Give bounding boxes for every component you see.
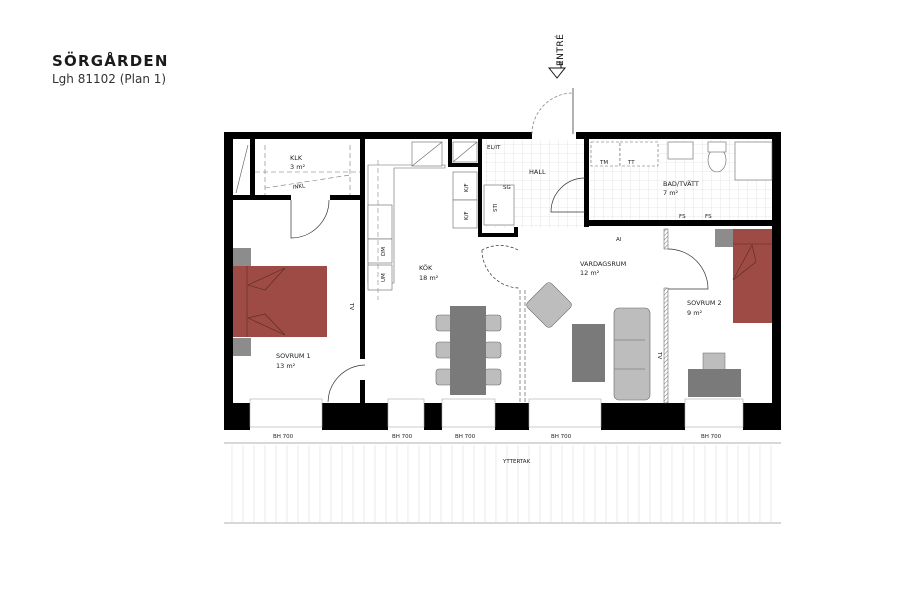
window-label-1: BH 700: [273, 434, 294, 440]
room-area-klk: 3 m²: [290, 163, 306, 171]
dm-label: DM: [381, 247, 387, 256]
room-name-vardagsrum: VARDAGSRUM: [580, 260, 626, 268]
room-area-sovrum-2: 9 m²: [687, 309, 703, 317]
desk: [688, 352, 741, 397]
room-area-vardagsrum: 12 m²: [580, 269, 600, 277]
entrance-door: [531, 88, 574, 135]
bed-sovrum-2: [715, 229, 772, 323]
bed-sovrum-1: [233, 248, 327, 356]
walls: [224, 132, 781, 430]
room-name-klk: KLK: [290, 154, 303, 162]
room-name-bad: BAD/TVÄTT: [663, 179, 699, 188]
tv-label-1: TV: [348, 302, 354, 310]
room-area-kok: 18 m²: [419, 274, 439, 282]
room-name-kok: KÖK: [419, 263, 433, 272]
room-name-hall: HALL: [529, 168, 546, 176]
tv-label-2: TV: [656, 351, 662, 359]
window-label-2: BH 700: [392, 434, 413, 440]
el-it-label: EL/IT: [487, 145, 501, 151]
terrace-label: YTTERTAK: [502, 459, 531, 465]
window-label-5: BH 700: [701, 434, 722, 440]
project-title: SÖRGÅRDEN: [52, 52, 169, 70]
apartment-subtitle: Lgh 81102 (Plan 1): [52, 72, 167, 86]
st-label: STI: [493, 203, 499, 212]
entrance-label: ENTRÉ: [554, 34, 566, 66]
room-area-sovrum-1: 13 m²: [276, 362, 296, 370]
sofa: [613, 307, 651, 401]
room-name-sovrum-1: SOVRUM 1: [276, 352, 311, 360]
entrance-marker: ENTRÉ: [547, 34, 567, 79]
armchair: [526, 282, 572, 328]
tm-label: TM: [599, 160, 608, 166]
room-name-sovrum-2: SOVRUM 2: [687, 299, 722, 307]
fs-label-2: FS: [705, 214, 712, 220]
terrace: YTTERTAK: [224, 442, 781, 524]
coffee-table: [572, 324, 605, 382]
sg-label: SG: [503, 185, 511, 191]
ai-label: AI: [616, 237, 622, 243]
window-label-3: BH 700: [455, 434, 476, 440]
room-area-bad: 7 m²: [663, 189, 679, 197]
kf-label-2: K/F: [464, 211, 470, 220]
tt-label: TT: [627, 160, 635, 166]
fs-label-1: FS: [679, 214, 686, 220]
inkl-label: INKL: [292, 183, 306, 191]
window-label-4: BH 700: [551, 434, 572, 440]
kf-label-1: K/F: [464, 183, 470, 192]
um-label: UM: [381, 273, 387, 282]
dining-table: [435, 306, 502, 395]
